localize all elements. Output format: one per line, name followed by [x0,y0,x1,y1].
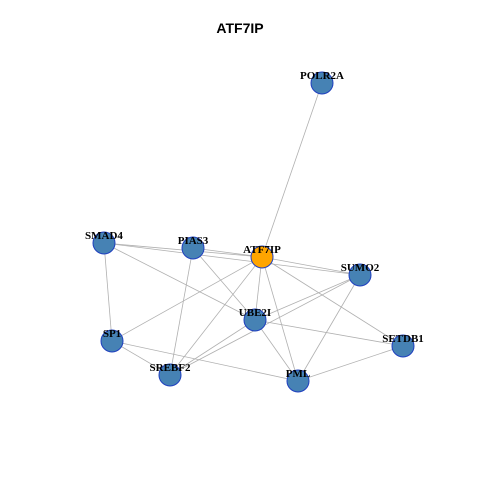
node-label-atf7ip: ATF7IP [243,244,281,256]
graph-title: ATF7IP [216,20,264,36]
node-layer [92,71,415,393]
node-label-sumo2: SUMO2 [341,262,380,274]
node-label-smad4: SMAD4 [85,230,123,242]
node-label-pias3: PIAS3 [178,235,209,247]
edge-sp1-pml [111,340,299,382]
node-label-polr2a: POLR2A [300,70,344,82]
edge-sumo2-pml [297,274,361,382]
node-srebf2[interactable] [158,363,182,387]
edge-atf7ip-srebf2 [169,256,263,376]
edge-pias3-ube2i [192,247,256,321]
edge-atf7ip-pml [261,256,299,382]
node-sp1[interactable] [100,329,124,353]
edge-sumo2-ube2i [254,274,361,321]
node-pml[interactable] [286,369,310,393]
edge-atf7ip-setdb1 [261,256,404,347]
node-label-setdb1: SETDB1 [382,333,424,345]
node-label-pml: PML [286,368,310,380]
node-setdb1[interactable] [391,334,415,358]
node-label-srebf2: SREBF2 [150,362,191,374]
edge-atf7ip-sumo2 [261,256,361,276]
edge-atf7ip-sp1 [111,256,263,342]
edge-ube2i-pml [254,319,299,382]
edge-pias3-srebf2 [169,247,194,376]
node-atf7ip[interactable] [250,245,274,269]
edge-ube2i-srebf2 [169,319,256,376]
node-label-sp1: SP1 [103,328,121,340]
edge-smad4-ube2i [103,242,256,321]
node-sumo2[interactable] [348,263,372,287]
edge-ube2i-setdb1 [254,319,404,347]
edge-pias3-atf7ip [192,247,263,258]
edge-layer [103,82,404,382]
node-label-ube2i: UBE2I [239,307,271,319]
node-polr2a[interactable] [310,71,334,95]
edge-smad4-sumo2 [103,242,361,276]
node-ube2i[interactable] [243,308,267,332]
node-pias3[interactable] [181,236,205,260]
edge-smad4-sp1 [103,242,113,342]
edge-pml-setdb1 [297,345,404,382]
node-smad4[interactable] [92,231,116,255]
edge-polr2a-atf7ip [261,82,323,258]
